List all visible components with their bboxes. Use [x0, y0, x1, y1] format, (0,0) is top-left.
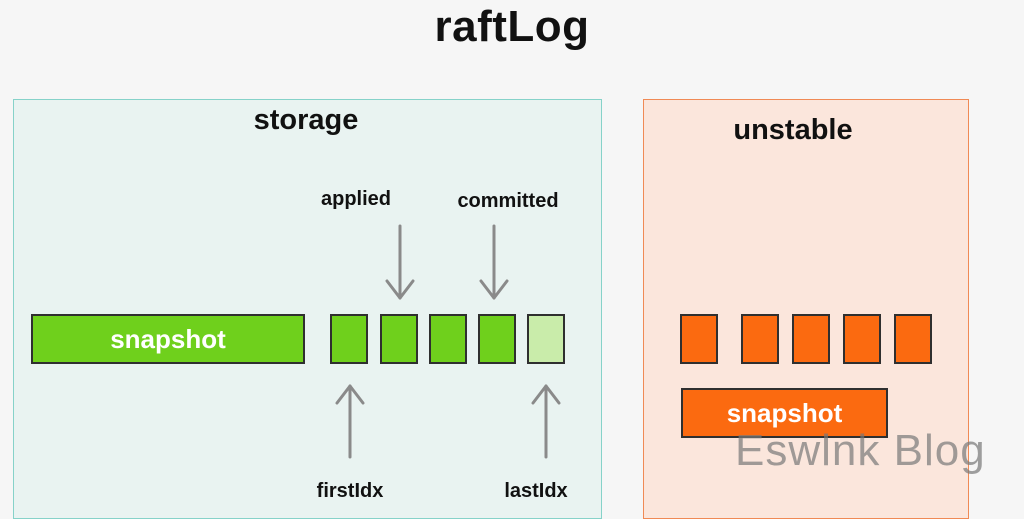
diagram-title: raftLog [434, 2, 590, 51]
committed-label: committed [457, 190, 559, 212]
unstable-panel [643, 99, 969, 519]
unstable-entry [680, 314, 718, 364]
storage-label: storage [253, 104, 359, 136]
unstable-entry [843, 314, 881, 364]
storage-panel [13, 99, 602, 519]
storage-entry [330, 314, 368, 364]
firstidx-label: firstIdx [316, 480, 384, 502]
lastidx-label: lastIdx [504, 480, 568, 502]
storage-snapshot: snapshot [31, 314, 305, 364]
storage-entry [380, 314, 418, 364]
unstable-label: unstable [733, 114, 853, 146]
storage-entry-pending [527, 314, 565, 364]
storage-entry [429, 314, 467, 364]
applied-label: applied [320, 188, 391, 210]
storage-entry [478, 314, 516, 364]
unstable-snapshot: snapshot [681, 388, 888, 438]
unstable-entry [792, 314, 830, 364]
watermark: Eswlnk Blog [735, 426, 986, 475]
unstable-entry [894, 314, 932, 364]
unstable-entry [741, 314, 779, 364]
